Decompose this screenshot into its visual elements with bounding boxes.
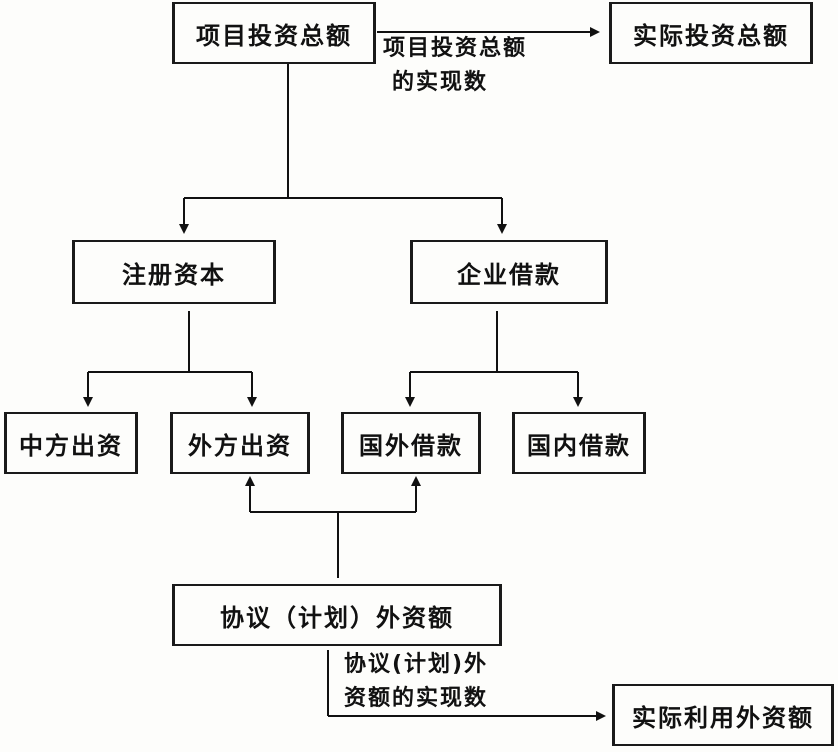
node-domestic-loans: 国内借款 [512, 412, 646, 474]
node-total-investment: 项目投资总额 [172, 2, 376, 64]
node-foreign-loans: 国外借款 [341, 412, 481, 474]
node-chinese-contribution: 中方出资 [4, 412, 138, 474]
label-agreed-realized-line2: 资额的实现数 [344, 686, 489, 711]
node-actual-foreign-capital-used: 实际利用外资额 [612, 684, 834, 746]
node-agreed-foreign-capital: 协议（计划）外资额 [172, 584, 502, 646]
label-total-realized-line1: 项目投资总额 [383, 36, 528, 61]
node-actual-investment: 实际投资总额 [609, 2, 813, 64]
node-foreign-contribution: 外方出资 [170, 412, 310, 474]
node-registered-capital: 注册资本 [72, 240, 276, 304]
label-agreed-realized-line1: 协议(计划)外 [344, 652, 489, 677]
node-enterprise-loans: 企业借款 [410, 240, 608, 304]
label-total-realized-line2: 的实现数 [392, 70, 489, 95]
